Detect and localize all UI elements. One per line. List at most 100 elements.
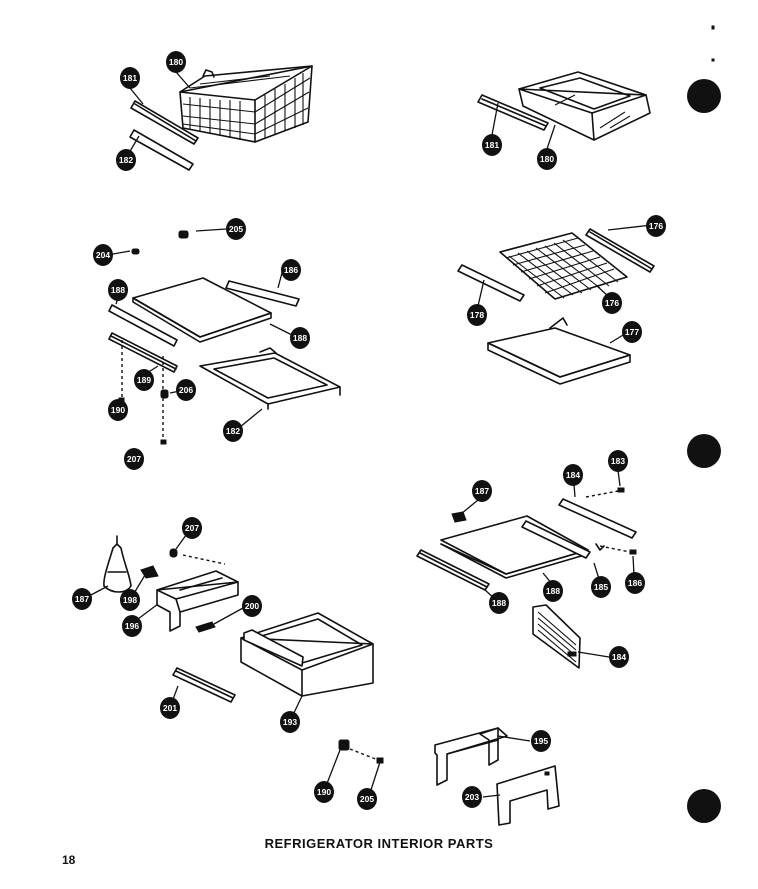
svg-text:180: 180 [540, 154, 554, 164]
callout-177: 177 [622, 321, 642, 343]
wire-shelf [499, 232, 628, 300]
callout-180: 180 [166, 51, 186, 73]
basket-rail-lower [129, 129, 194, 171]
crisper-rail-upper [477, 94, 549, 131]
callout-181: 181 [120, 67, 140, 89]
screw-small-204 [131, 248, 140, 255]
callout-176: 176 [646, 215, 666, 237]
callout-178: 178 [467, 304, 487, 326]
callout-200: 200 [242, 595, 262, 617]
callout-187-b: 187 [72, 588, 92, 610]
callout-205: 205 [226, 218, 246, 240]
callout-207-b: 207 [182, 517, 202, 539]
binder-hole-1 [687, 79, 721, 113]
callout-188-d: 188 [489, 592, 509, 614]
screw-206 [160, 389, 169, 399]
callout-180-right: 180 [537, 148, 557, 170]
svg-text:201: 201 [163, 703, 177, 713]
callout-184: 184 [563, 464, 583, 486]
svg-text:177: 177 [625, 327, 639, 337]
callout-187: 187 [472, 480, 492, 502]
callout-186-b: 186 [625, 572, 645, 594]
svg-text:178: 178 [470, 310, 484, 320]
callout-185: 185 [591, 576, 611, 598]
shelf-glass [132, 277, 272, 343]
callout-188: 188 [108, 279, 128, 301]
clip-190-bottom [338, 739, 350, 751]
callout-193: 193 [280, 711, 300, 733]
shelf-trim-back [225, 280, 300, 307]
clip-200 [195, 621, 216, 633]
page-number: 18 [62, 853, 76, 867]
svg-text:188: 188 [111, 285, 125, 295]
svg-text:188: 188 [492, 598, 506, 608]
svg-text:207: 207 [185, 523, 199, 533]
callout-198: 198 [120, 589, 140, 611]
svg-text:176: 176 [649, 221, 663, 231]
svg-text:184: 184 [612, 652, 626, 662]
callout-186: 186 [281, 259, 301, 281]
svg-text:188: 188 [293, 333, 307, 343]
svg-text:203: 203 [465, 792, 479, 802]
drawer-rail-201 [172, 667, 236, 703]
svg-text:205: 205 [360, 794, 374, 804]
svg-text:187: 187 [475, 486, 489, 496]
page-title: REFRIGERATOR INTERIOR PARTS [264, 836, 494, 851]
callout-182: 182 [116, 149, 136, 171]
callout-189: 189 [134, 369, 154, 391]
callout-188-b: 188 [290, 327, 310, 349]
wire-basket [179, 65, 313, 143]
binder-hole-3 [687, 789, 721, 823]
svg-text:180: 180 [169, 57, 183, 67]
bracket-195 [434, 727, 508, 786]
svg-text:190: 190 [111, 405, 125, 415]
plug-207 [169, 548, 178, 558]
drawer-cover-196 [156, 570, 239, 632]
binder-hole-2 [687, 434, 721, 468]
svg-text:188: 188 [546, 586, 560, 596]
callout-188-c: 188 [543, 580, 563, 602]
shelf-glass-lower [440, 515, 589, 579]
svg-text:189: 189 [137, 375, 151, 385]
callout-181-right: 181 [482, 134, 502, 156]
panel-203 [496, 765, 560, 826]
shelf-frame [199, 347, 341, 410]
svg-text:206: 206 [179, 385, 193, 395]
callout-184-b: 184 [609, 646, 629, 668]
callout-195: 195 [531, 730, 551, 752]
svg-text:176: 176 [605, 298, 619, 308]
callout-182-mid: 182 [223, 420, 243, 442]
wire-shelf-rail-right [585, 228, 655, 273]
svg-text:195: 195 [534, 736, 548, 746]
svg-text:204: 204 [96, 250, 110, 260]
wire-shelf-rail-left [457, 264, 525, 302]
svg-text:182: 182 [119, 155, 133, 165]
svg-text:198: 198 [123, 595, 137, 605]
callout-207: 207 [124, 448, 144, 470]
svg-text:183: 183 [611, 456, 625, 466]
clip-small-205 [178, 230, 189, 239]
vegetable-drawer [240, 612, 374, 697]
shelf-trim-184 [558, 498, 637, 539]
callout-205-b: 205 [357, 788, 377, 810]
bracket-187-small [451, 511, 467, 523]
front-panel-194 [532, 604, 581, 669]
callout-204: 204 [93, 244, 113, 266]
svg-text:181: 181 [485, 140, 499, 150]
svg-text:186: 186 [284, 265, 298, 275]
svg-text:187: 187 [75, 594, 89, 604]
shelf-trim-left [108, 304, 178, 347]
svg-text:186: 186 [628, 578, 642, 588]
svg-text:190: 190 [317, 787, 331, 797]
crisper-tray-upper [518, 71, 651, 141]
shelf-trim-right-lower [521, 520, 591, 559]
svg-text:196: 196 [125, 621, 139, 631]
callout-201: 201 [160, 697, 180, 719]
callout-183: 183 [608, 450, 628, 472]
svg-text:185: 185 [594, 582, 608, 592]
callout-206: 206 [176, 379, 196, 401]
leader-lines [88, 71, 653, 798]
svg-text:205: 205 [229, 224, 243, 234]
callout-176-b: 176 [602, 292, 622, 314]
